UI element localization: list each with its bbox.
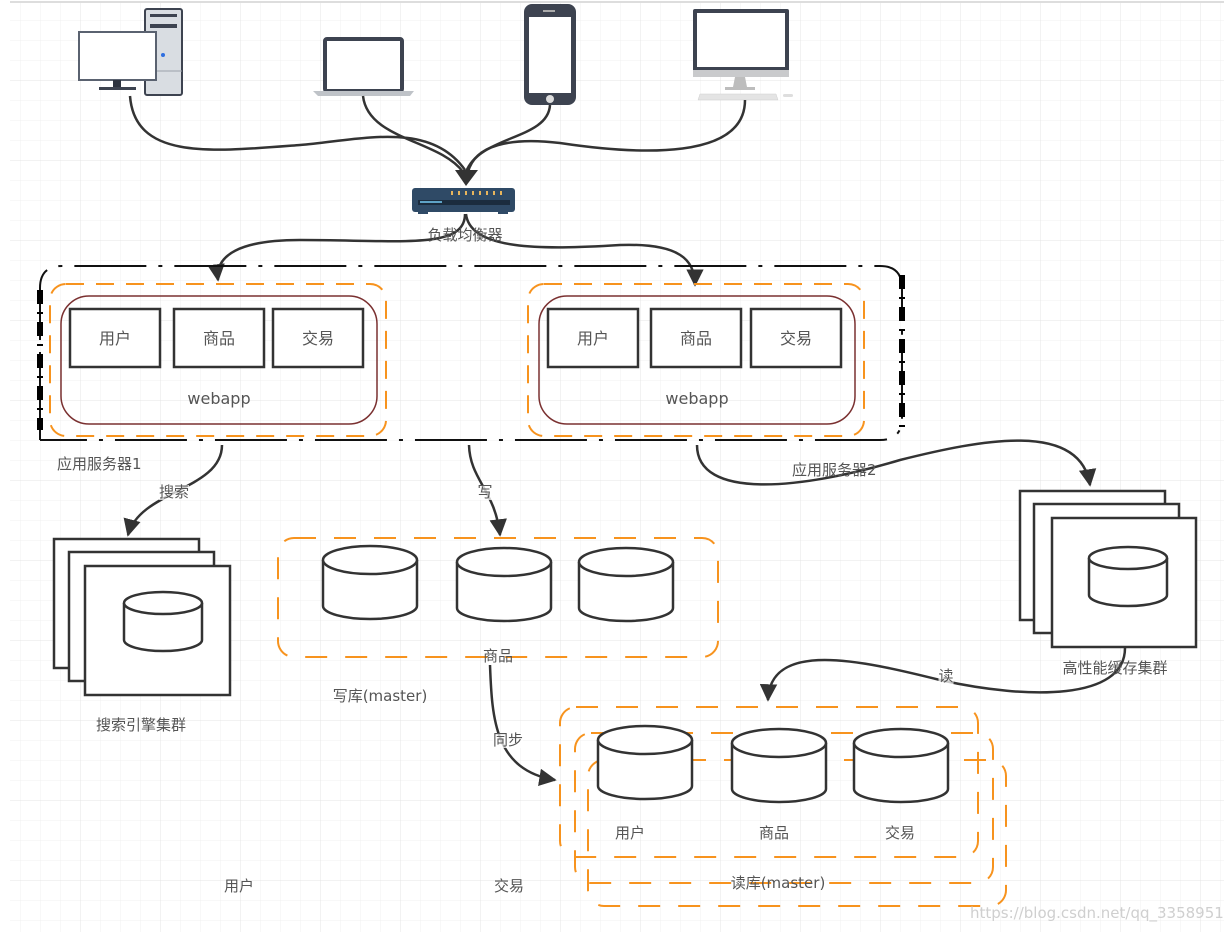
app-server-1[interactable] [49,283,387,437]
search-edge-label: 搜索 [158,483,190,501]
write-edge-label: 写 [477,483,493,501]
database-icon [1087,545,1169,608]
read-edge-label: 读 [938,667,954,685]
imac-icon [693,9,793,101]
write-db-group[interactable] [277,537,719,658]
load-balancer-label: 负载均衡器 [427,226,503,244]
app2-module-trade: 交易 [779,329,813,348]
read-db-trade-label: 交易 [884,824,916,842]
database-icon [122,590,204,653]
module-box[interactable] [68,307,162,369]
app2-webapp-label: webapp [665,389,729,408]
desktop-tower-icon [78,8,183,96]
lb-arrowhead [455,170,478,186]
read-db-product-label: 商品 [758,824,790,842]
write-db-product-label: 商品 [482,647,514,665]
cache-cluster-label: 高性能缓存集群 [1062,659,1168,677]
read-db-group[interactable] [559,706,1007,907]
module-box[interactable] [649,307,743,369]
module-box[interactable] [546,307,640,369]
app-server-1-label: 应用服务器1 [57,455,142,473]
database-icon [596,724,694,801]
watermark: https://blog.csdn.net/qq_33589510 [970,904,1224,922]
database-icon [852,727,950,804]
write-db-label: 写库(master) [332,687,428,705]
laptop-icon [313,37,414,96]
app-server-cluster-border [37,265,905,441]
app-server-2-label: 应用服务器2 [792,461,877,479]
database-icon [321,544,419,621]
app2-module-user: 用户 [576,329,610,348]
module-box[interactable] [172,307,266,369]
app1-module-trade: 交易 [301,329,335,348]
search-engine-cluster[interactable] [52,537,232,697]
smartphone-icon [524,4,576,105]
lb-edges [207,213,704,287]
database-icon [730,727,828,804]
app1-webapp-label: webapp [187,389,251,408]
network-switch-icon [412,188,515,214]
app2-module-product: 商品 [679,329,713,348]
search-cluster-label: 搜索引擎集群 [95,716,187,734]
app-server-2[interactable] [527,283,865,437]
module-box[interactable] [271,307,365,369]
app1-module-user: 用户 [98,329,132,348]
sync-edge-label: 同步 [492,731,524,749]
database-icon [577,546,675,623]
stray-label-user: 用户 [223,877,255,895]
module-box[interactable] [749,307,843,369]
read-db-label: 读库(master) [730,874,826,892]
cache-cluster[interactable] [1018,489,1198,649]
app1-module-product: 商品 [202,329,236,348]
stray-label-trade: 交易 [493,877,525,895]
database-icon [455,546,553,623]
read-db-user-label: 用户 [614,824,646,842]
client-edges [128,95,747,173]
